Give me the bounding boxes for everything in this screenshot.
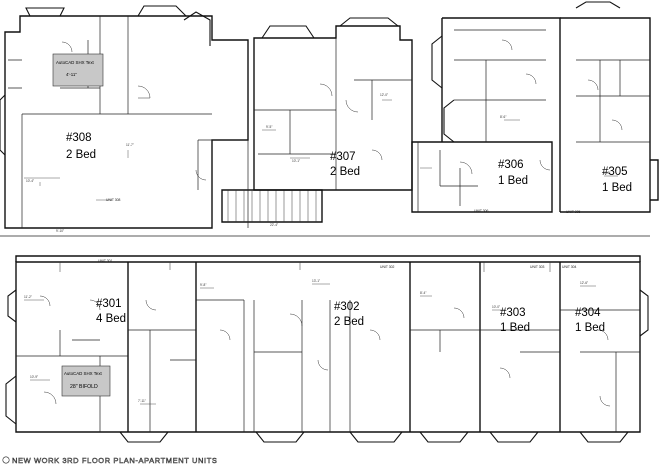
lower-plan: 11'-2" 9'-8" 13'-1" 8'-4" 10'-0" 12'-6" …: [5, 255, 649, 443]
callout-top: AutoCAD SHX Text 4'-11": [52, 53, 104, 87]
unit-307-number: #307: [330, 151, 356, 163]
plan-title: NEW WORK 3RD FLOOR PLAN-APARTMENT UNITS: [12, 456, 218, 465]
callout-bottom-value: 28" BIFOLD: [70, 384, 98, 390]
unit-306-beds: 1 Bed: [498, 175, 528, 187]
unit-301-number: #301: [96, 298, 122, 310]
unit-305-beds: 1 Bed: [602, 182, 632, 194]
svg-text:11'-2": 11'-2": [24, 295, 32, 299]
svg-text:13'-1": 13'-1": [312, 279, 320, 283]
svg-text:11'-7": 11'-7": [126, 143, 134, 147]
unit-308-beds: 2 Bed: [66, 149, 96, 161]
svg-text:12'-0": 12'-0": [380, 93, 388, 97]
unit-tag-306: UNIT 306: [474, 209, 489, 213]
svg-text:9'-8": 9'-8": [200, 283, 206, 287]
callout-top-value: 4'-11": [66, 72, 77, 77]
callout-bottom-title: AutoCAD SHX Text: [64, 371, 103, 376]
callout-top-title: AutoCAD SHX Text: [56, 60, 95, 65]
svg-text:7'-11": 7'-11": [138, 399, 146, 403]
unit-307-beds: 2 Bed: [330, 166, 360, 178]
svg-text:9'-10": 9'-10": [56, 229, 64, 233]
unit-tag-304: UNIT 304: [562, 265, 577, 269]
svg-text:9'-5": 9'-5": [266, 125, 272, 129]
svg-text:10'-9": 10'-9": [30, 375, 38, 379]
svg-text:12'-6": 12'-6": [580, 281, 588, 285]
unit-tag-302: UNIT 302: [380, 265, 395, 269]
upper-plan: 10'-4" 11'-7" 9'-5" 10'-1" 12'-0" 8'-6" …: [0, 1, 659, 237]
svg-text:10'-1": 10'-1": [292, 159, 300, 163]
unit-302-beds: 2 Bed: [334, 316, 364, 328]
unit-308-number: #308: [66, 132, 92, 144]
unit-304-beds: 1 Bed: [575, 322, 605, 334]
title-bullet-icon: [2, 456, 10, 464]
unit-303-beds: 1 Bed: [500, 322, 530, 334]
svg-text:22'-4": 22'-4": [270, 223, 278, 227]
unit-304-number: #304: [575, 307, 601, 319]
svg-text:8'-4": 8'-4": [420, 291, 426, 295]
unit-tag-301: UNIT 301: [98, 259, 113, 263]
unit-306-number: #306: [498, 159, 524, 171]
unit-302-number: #302: [334, 301, 360, 313]
unit-301-beds: 4 Bed: [96, 313, 126, 325]
callout-bottom: AutoCAD SHX Text 28" BIFOLD: [61, 365, 111, 397]
unit-305-number: #305: [602, 166, 628, 178]
unit-tag-308: UNIT 308: [106, 198, 121, 202]
svg-text:8'-6": 8'-6": [500, 115, 506, 119]
unit-tag-305: UNIT 305: [566, 210, 581, 214]
unit-303-number: #303: [500, 307, 526, 319]
unit-tag-303: UNIT 303: [530, 265, 545, 269]
svg-text:10'-0": 10'-0": [492, 305, 500, 309]
svg-text:10'-4": 10'-4": [26, 179, 34, 183]
svg-text:7'-3": 7'-3": [604, 171, 610, 175]
